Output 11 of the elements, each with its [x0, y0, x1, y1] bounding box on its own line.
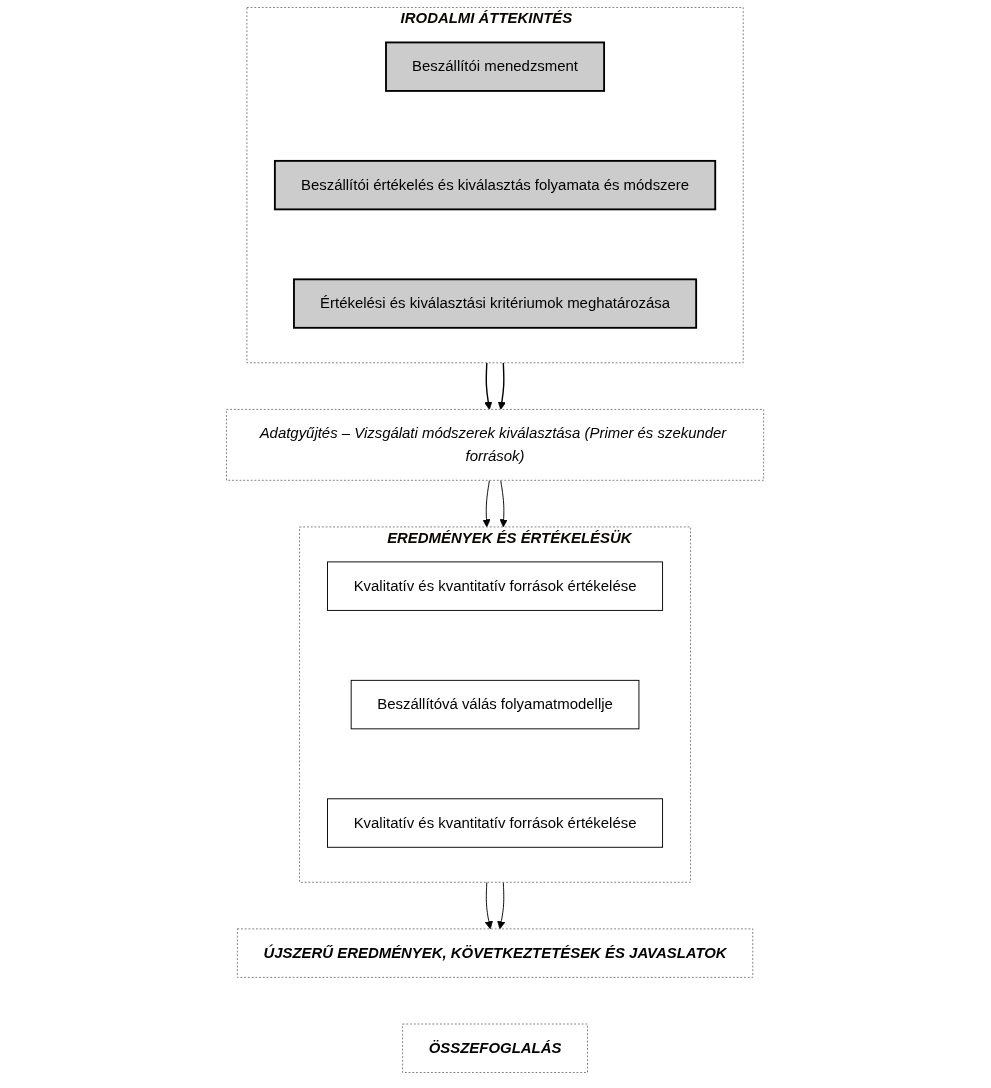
node-box: Kvalitatív és kvantitatív források értékelése	[327, 561, 664, 611]
node-box: Beszállítóvá válás folyamatmodellje	[351, 679, 640, 730]
arrow	[498, 362, 507, 410]
node-box: Beszállítói értékelés és kiválasztás folyamata és módszere	[274, 159, 717, 211]
node-box: Adatgyűjtés – Vizsgálati módszerek kiválasztása (Primer és szekunder források)	[226, 408, 765, 481]
node-box: ÚJSZERŰ EREDMÉNYEK, KÖVETKEZTETÉSEK ÉS JAVASLATOK	[237, 928, 754, 978]
node-box: ÖSSZEFOGLALÁS	[402, 1023, 589, 1073]
node-box: Beszállítói menedzsment	[385, 41, 606, 92]
node-box: Kvalitatív és kvantitatív források értékelése	[327, 798, 664, 848]
node-box: Értékelési és kiválasztási kritériumok meghatározása	[293, 278, 698, 329]
arrow	[484, 362, 493, 410]
